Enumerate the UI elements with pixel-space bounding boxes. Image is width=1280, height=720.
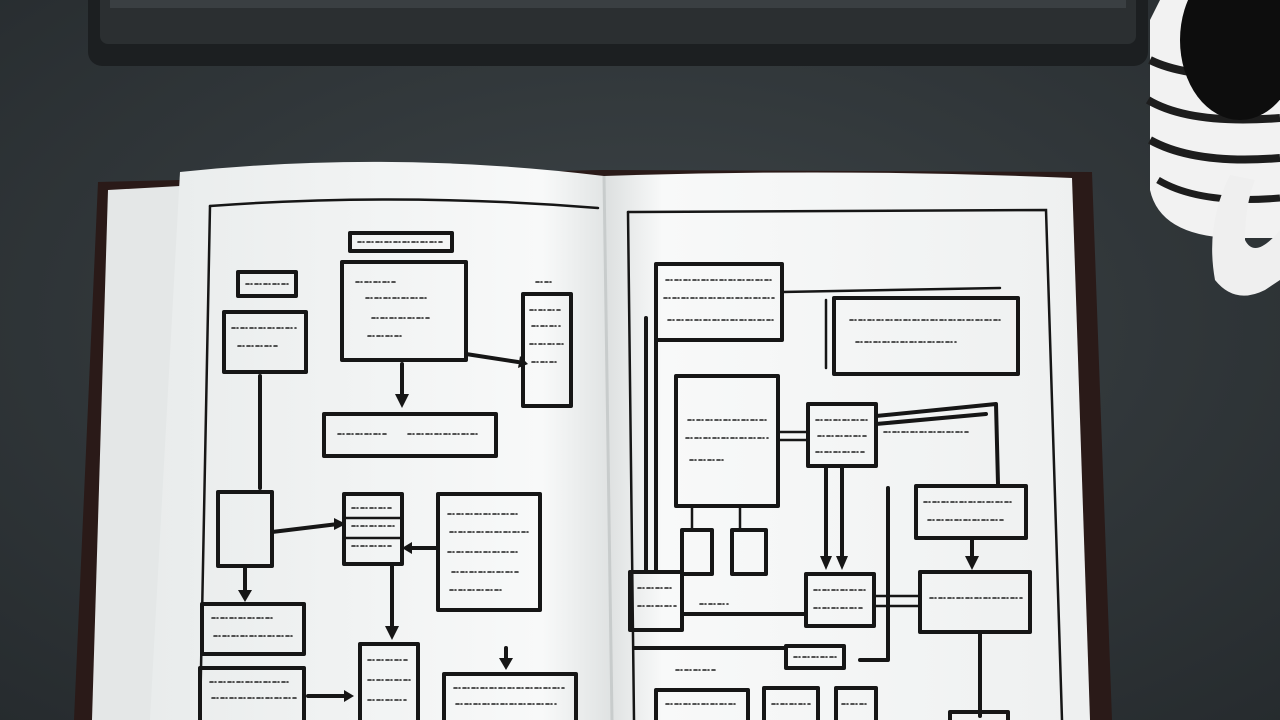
right-page-flowchart — [628, 262, 1032, 720]
mug-icon — [1145, 0, 1280, 296]
left-page-flowchart — [198, 231, 578, 720]
keyboard-icon — [88, 0, 1148, 66]
notebook-icon — [74, 161, 1112, 720]
